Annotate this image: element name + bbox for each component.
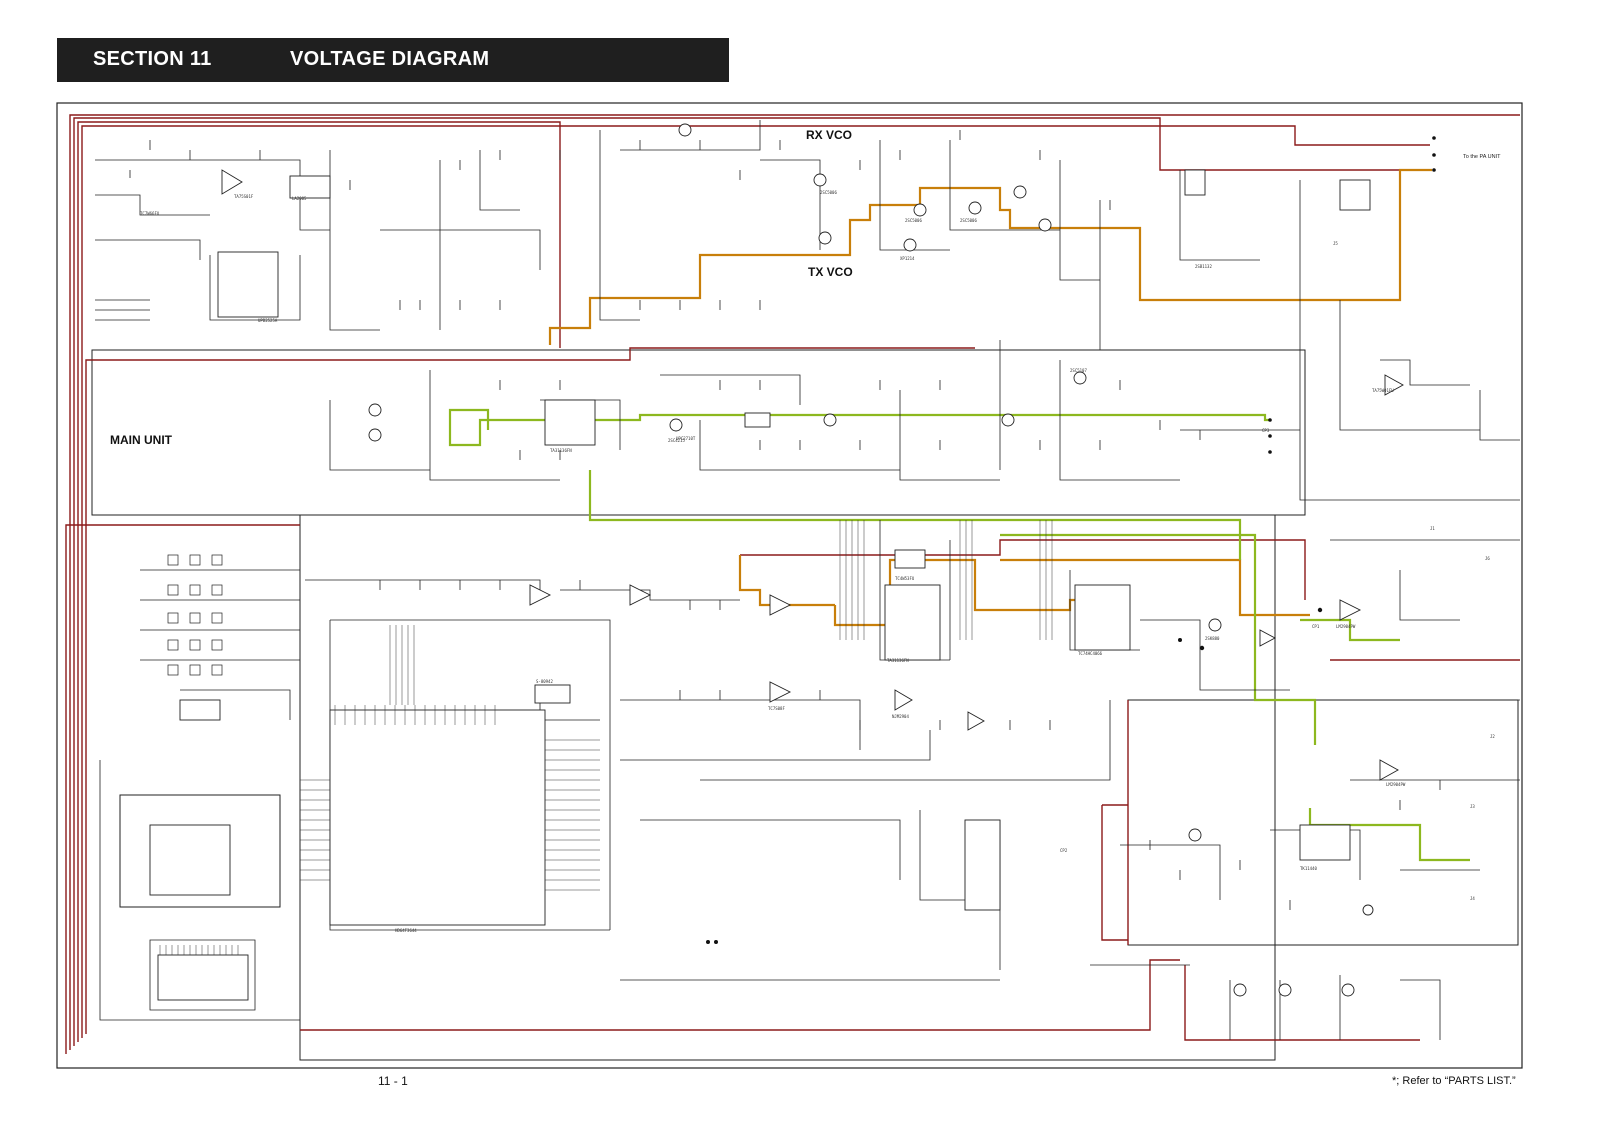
section-boxes — [91, 349, 1519, 1061]
connector-label-1: J1 — [1430, 526, 1435, 531]
ic-label-8: UPC2710T — [676, 436, 696, 441]
connector-label-6: J6 — [1485, 556, 1490, 561]
ic-label-2: TC7W66FU — [140, 211, 160, 216]
ic-label-1: TA75S01F — [234, 194, 254, 199]
transistor-label-6: 2SB1132 — [1195, 264, 1212, 269]
section-title: VOLTAGE DIAGRAM — [290, 48, 490, 70]
ic-label-12: TC74HC4066 — [1078, 651, 1103, 656]
transistor-symbols — [368, 123, 1374, 997]
transistor-label-5: 2SK880 — [1205, 636, 1220, 641]
ic-label-16: TK11440 — [1300, 866, 1317, 871]
ic-label-5: TA31136FN — [550, 448, 572, 453]
ic-label-10: LM2904PW — [1336, 624, 1356, 629]
ic-label-15: S-80942 — [536, 679, 553, 684]
connector-label-4: J4 — [1470, 896, 1475, 901]
transistor-label-1: 2SC5006 — [820, 190, 837, 195]
connector-label-8: CP2 — [1060, 848, 1068, 853]
pa-unit-label: To the PA UNIT — [1463, 154, 1501, 160]
tx-vco-label: TX VCO — [808, 265, 853, 279]
component-designators: TA75S01F TC7W66FU LA2005 UPD2525A TA3113… — [140, 190, 1495, 933]
page-number: 11 - 1 — [378, 1074, 408, 1088]
circuit-wiring — [95, 120, 1520, 1040]
ic-label-17: HD64F3644 — [395, 928, 417, 933]
ic-label-6: TC4W53FU — [895, 576, 915, 581]
ic-packages — [149, 169, 1371, 1001]
vcc-power-lines — [65, 114, 1520, 1054]
schematic-frame — [56, 102, 1523, 1069]
ic-label-13: TC7S08F — [768, 706, 785, 711]
ic-label-14: NJM2904 — [892, 714, 909, 719]
tx-signal-path — [448, 408, 1470, 862]
ic-label-7: TA31136FN — [887, 658, 909, 663]
junction-dots — [706, 136, 1436, 944]
rx-vco-label: RX VCO — [806, 128, 852, 142]
connector-label-7: CP1 — [1312, 624, 1320, 629]
ic-label-9: TA75W01FU — [1372, 388, 1394, 393]
transistor-label-2: 2SC5006 — [905, 218, 922, 223]
connector-label-5: J5 — [1333, 241, 1338, 246]
transistor-label-8: XP1214 — [900, 256, 915, 261]
op-amp-symbols — [221, 169, 1404, 781]
ic-label-11: LM2904PW — [1386, 782, 1406, 787]
section-number: SECTION 11 — [93, 48, 212, 70]
parts-list-note: *; Refer to “PARTS LIST.” — [1392, 1075, 1516, 1087]
ic-label-4: UPD2525A — [258, 318, 278, 323]
section-header-bar: SECTION 11 VOLTAGE DIAGRAM — [57, 38, 729, 82]
passive-components — [129, 130, 1441, 910]
keypad-switches — [167, 554, 223, 676]
transistor-label-3: 2SC5006 — [960, 218, 977, 223]
connector-label-2: J2 — [1490, 734, 1495, 739]
connector-label-9: CP3 — [1262, 428, 1270, 433]
transistor-label-7: 2SC4215 — [668, 438, 685, 443]
connector-label-3: J3 — [1470, 804, 1475, 809]
transistor-label-4: 2SC5107 — [1070, 368, 1087, 373]
ic-label-3: LA2005 — [292, 196, 307, 201]
main-unit-label: MAIN UNIT — [110, 433, 173, 447]
ic-pin-lines — [159, 520, 1053, 955]
